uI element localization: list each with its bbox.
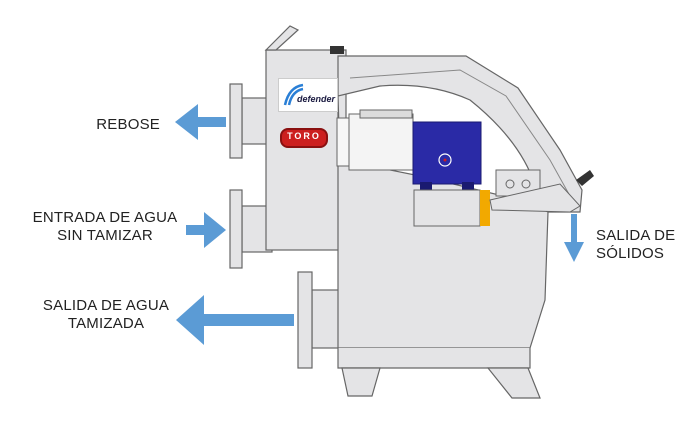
solids-arrow	[564, 214, 584, 262]
toro-logo: TORO	[280, 128, 328, 148]
defender-logo-mark	[283, 83, 304, 106]
toro-logo-text: TORO	[287, 131, 321, 141]
inlet-arrow	[186, 212, 226, 248]
motor	[336, 109, 482, 190]
solids-label-line2: SÓLIDOS	[596, 245, 665, 262]
outlet-label-line1: SALIDA DE AGUA	[42, 297, 170, 314]
inlet-label: ENTRADA DE AGUA SIN TAMIZAR	[10, 209, 200, 245]
solids-label: SALIDA DE SÓLIDOS	[596, 227, 694, 263]
scraper	[489, 169, 594, 213]
legs	[341, 367, 541, 399]
outlet-label-line2: TAMIZADA	[67, 315, 145, 332]
gearbox	[413, 189, 490, 227]
overflow-label: REBOSE	[60, 116, 160, 134]
defender-logo-text: defender	[297, 94, 336, 104]
solids-label-line1: SALIDA DE	[596, 227, 676, 244]
outlet-label: SALIDA DE AGUA TAMIZADA	[36, 297, 176, 333]
overflow-arrow	[175, 104, 226, 140]
defender-logo: defender	[278, 78, 338, 112]
outlet-arrow	[176, 295, 294, 345]
overflow-label-text: REBOSE	[96, 116, 160, 133]
inlet-label-line2: SIN TAMIZAR	[57, 227, 153, 244]
inlet-label-line1: ENTRADA DE AGUA	[32, 209, 178, 226]
